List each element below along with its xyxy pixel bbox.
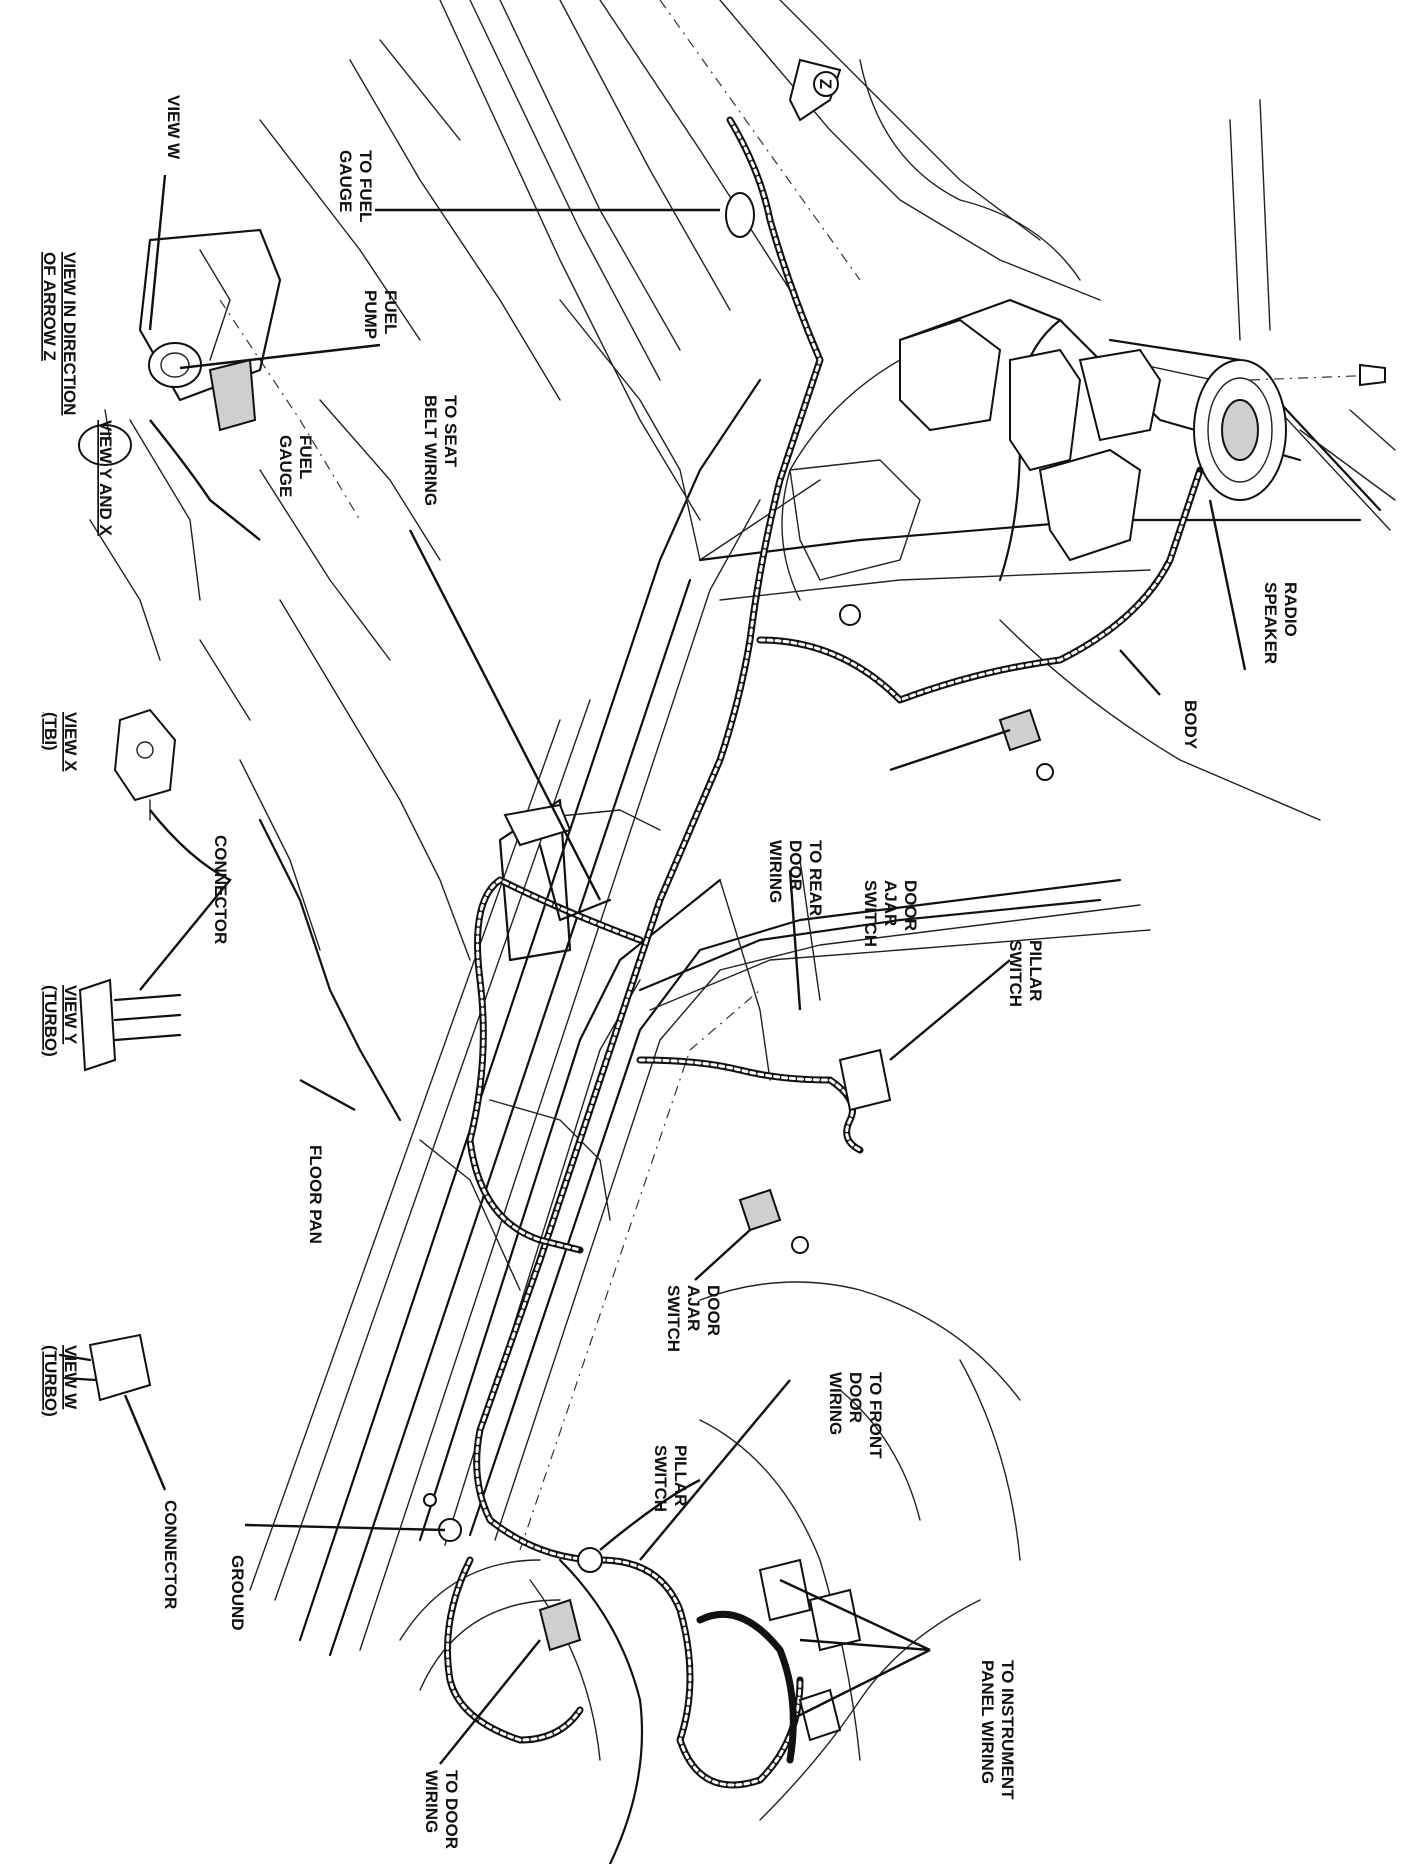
label-to-instrument-panel-wiring: TO INSTRUMENT PANEL WIRING: [978, 1660, 1017, 1800]
svg-text:VIEW Y: VIEW Y: [61, 985, 80, 1045]
label-body: BODY: [1181, 700, 1200, 750]
svg-text:VIEW W: VIEW W: [61, 1345, 80, 1410]
svg-text:OF ARROW Z: OF ARROW Z: [40, 252, 59, 361]
svg-text:(TBI): (TBI): [41, 712, 60, 751]
label-connector-w: CONNECTOR: [161, 1500, 180, 1609]
label-door-ajar-switch-front: DOOR AJAR SWITCH: [664, 1285, 723, 1352]
wiring-harness: [444, 116, 1204, 1789]
arrow-z: Z: [788, 58, 842, 122]
callout-labels: TO FUEL GAUGE VIEW W FUEL PUMP FUEL GAUG…: [40, 95, 1300, 1849]
svg-text:SWITCH: SWITCH: [651, 1445, 670, 1512]
svg-text:TO FUEL: TO FUEL: [356, 150, 375, 222]
svg-text:DOOR: DOOR: [786, 840, 805, 891]
label-to-front-door-wiring: TO FRONT DOOR WIRING: [826, 1372, 885, 1459]
svg-text:PILLAR: PILLAR: [1026, 940, 1045, 1001]
svg-text:TO FRONT: TO FRONT: [866, 1372, 885, 1459]
svg-text:TO REAR: TO REAR: [806, 840, 825, 916]
svg-text:SWITCH: SWITCH: [861, 880, 880, 947]
quarter-panel-components: [789, 318, 1162, 626]
label-to-rear-door-wiring: TO REAR DOOR WIRING: [766, 840, 825, 916]
radio-speaker: [1193, 359, 1386, 501]
inset-connector-turbo-w: [58, 1333, 152, 1402]
svg-text:VIEW Y AND X: VIEW Y AND X: [96, 420, 115, 537]
svg-text:WIRING: WIRING: [826, 1372, 845, 1435]
svg-text:FUEL: FUEL: [296, 435, 315, 479]
svg-text:SWITCH: SWITCH: [664, 1285, 683, 1352]
svg-text:FUEL: FUEL: [381, 290, 400, 334]
label-ground: GROUND: [228, 1555, 247, 1631]
label-floor-pan: FLOOR PAN: [306, 1145, 325, 1244]
svg-text:BELT WIRING: BELT WIRING: [421, 395, 440, 506]
inset-connector-tbi: [113, 708, 177, 821]
svg-text:FLOOR PAN: FLOOR PAN: [306, 1145, 325, 1244]
svg-text:CONNECTOR: CONNECTOR: [211, 835, 230, 944]
label-view-in-direction-of-arrow-z: VIEW IN DIRECTION OF ARROW Z: [40, 252, 79, 415]
inset-connector-turbo-y: [78, 978, 182, 1072]
harness-components: [423, 192, 1054, 1742]
label-door-ajar-switch-rear: DOOR AJAR SWITCH: [861, 880, 920, 947]
label-to-door-wiring: TO DOOR WIRING: [422, 1770, 461, 1849]
label-view-w-turbo: VIEW W (TURBO): [41, 1345, 80, 1417]
label-to-seat-belt-wiring: TO SEAT BELT WIRING: [421, 395, 460, 506]
svg-text:WIRING: WIRING: [766, 840, 785, 903]
label-view-y-and-x: VIEW Y AND X: [96, 420, 115, 537]
svg-text:GAUGE: GAUGE: [336, 150, 355, 212]
svg-text:DOOR: DOOR: [704, 1285, 723, 1336]
svg-text:DOOR: DOOR: [901, 880, 920, 931]
svg-text:BODY: BODY: [1181, 700, 1200, 750]
svg-text:VIEW X: VIEW X: [61, 712, 80, 772]
svg-text:TO INSTRUMENT: TO INSTRUMENT: [998, 1660, 1017, 1800]
svg-text:WIRING: WIRING: [422, 1770, 441, 1833]
svg-text:VIEW W: VIEW W: [164, 95, 183, 160]
label-pillar-switch-rear: PILLAR SWITCH: [1006, 940, 1045, 1007]
svg-text:PILLAR: PILLAR: [671, 1445, 690, 1506]
label-radio-speaker: RADIO SPEAKER: [1261, 582, 1300, 664]
svg-text:CONNECTOR: CONNECTOR: [161, 1500, 180, 1609]
svg-text:PANEL WIRING: PANEL WIRING: [978, 1660, 997, 1784]
svg-text:PUMP: PUMP: [361, 290, 380, 339]
label-to-fuel-gauge: TO FUEL GAUGE: [336, 150, 375, 222]
body-line-art: [199, 0, 1396, 1864]
svg-text:AJAR: AJAR: [881, 880, 900, 926]
label-fuel-gauge: FUEL GAUGE: [276, 435, 315, 497]
svg-text:SWITCH: SWITCH: [1006, 940, 1025, 1007]
svg-text:TO SEAT: TO SEAT: [441, 395, 460, 468]
svg-text:GAUGE: GAUGE: [276, 435, 295, 497]
svg-text:RADIO: RADIO: [1281, 582, 1300, 637]
label-connector-xy: CONNECTOR: [211, 835, 230, 944]
svg-text:AJAR: AJAR: [684, 1285, 703, 1331]
label-view-w-top: VIEW W: [164, 95, 183, 160]
label-fuel-pump: FUEL PUMP: [361, 290, 400, 339]
svg-text:VIEW IN DIRECTION: VIEW IN DIRECTION: [60, 252, 79, 415]
inset-fuel-tank: [78, 228, 282, 661]
svg-text:TO DOOR: TO DOOR: [442, 1770, 461, 1849]
svg-text:(TURBO): (TURBO): [41, 1345, 60, 1417]
label-view-x-tbi: VIEW X (TBI): [41, 712, 80, 772]
svg-text:DOOR: DOOR: [846, 1372, 865, 1423]
label-pillar-switch-front: PILLAR SWITCH: [651, 1445, 690, 1512]
label-view-y-turbo: VIEW Y (TURBO): [41, 985, 80, 1057]
leader-lines: [123, 174, 1247, 1765]
svg-text:SPEAKER: SPEAKER: [1261, 582, 1280, 664]
svg-text:GROUND: GROUND: [228, 1555, 247, 1631]
arrow-z-label: Z: [816, 79, 835, 89]
svg-text:(TURBO): (TURBO): [41, 985, 60, 1057]
